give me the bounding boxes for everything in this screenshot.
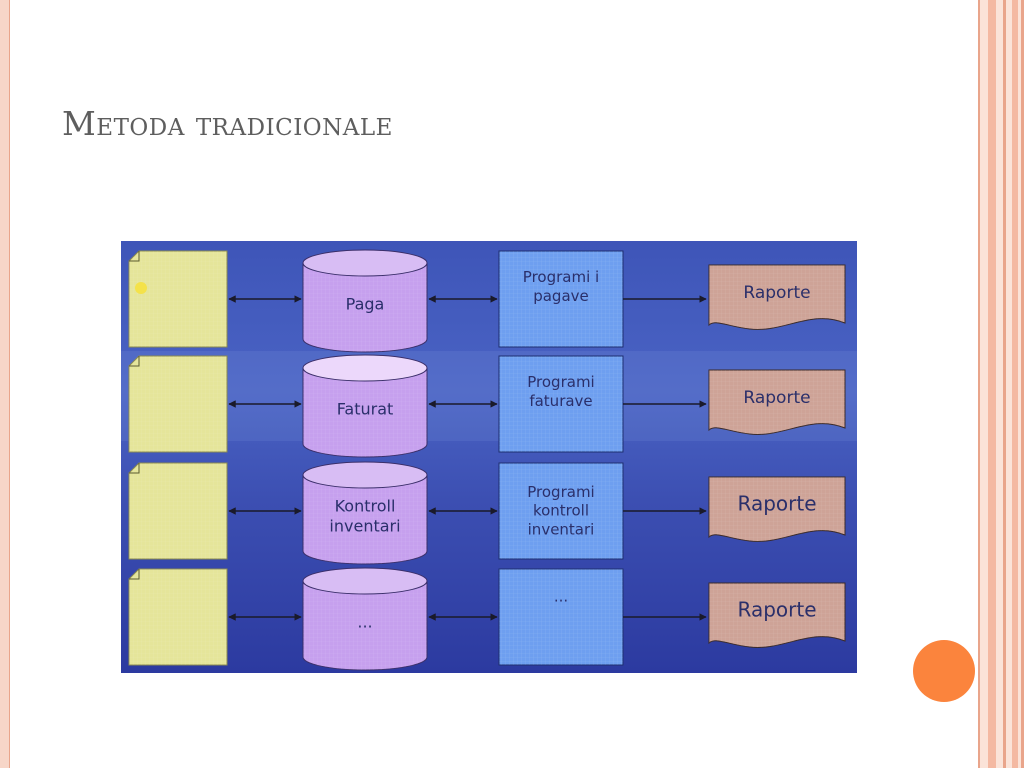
database-top (302, 354, 428, 382)
accent-dot (913, 640, 975, 702)
database-label: Kontroll (335, 497, 396, 516)
report-label: Raporte (737, 598, 816, 622)
report-texture (709, 477, 845, 542)
database-label: Paga (346, 295, 385, 314)
report-texture (709, 370, 845, 435)
document-fold (129, 356, 140, 367)
diagram-row: KontrollinventariProgramikontrollinventa… (128, 461, 846, 565)
decorative-stripes (978, 0, 1024, 768)
program-label: Programi i (523, 268, 599, 286)
program-texture (499, 463, 623, 559)
report-texture (709, 583, 845, 648)
program-label: Programi (527, 373, 594, 391)
program-label: inventari (528, 520, 595, 538)
document-texture (129, 569, 227, 665)
database-label: Faturat (337, 400, 394, 419)
slide-left-border (0, 0, 10, 768)
slide-title: Metoda tradicionale (62, 104, 393, 143)
program-texture (499, 569, 623, 665)
document-texture (129, 463, 227, 559)
program-label: pagave (533, 287, 589, 305)
program-label: Programi (527, 483, 594, 501)
program-label: kontroll (533, 502, 589, 520)
report-label: Raporte (743, 388, 810, 408)
document-texture (129, 356, 227, 452)
program-texture (499, 356, 623, 452)
database-texture (303, 475, 427, 564)
database-texture (303, 581, 427, 670)
database-top (302, 249, 428, 277)
program-texture (499, 251, 623, 347)
database-texture (303, 368, 427, 457)
database-top (302, 567, 428, 595)
document-fold (129, 463, 140, 474)
program-label: faturave (529, 392, 592, 410)
document-marker (135, 282, 147, 294)
report-label: Raporte (743, 283, 810, 303)
document-texture (129, 251, 227, 347)
database-label: inventari (329, 517, 400, 536)
database-label: ... (357, 613, 372, 632)
program-label: ... (554, 588, 568, 606)
database-top (302, 461, 428, 489)
diagram-row: ...... Raporte (128, 567, 846, 671)
document-fold (129, 251, 140, 262)
report-label: Raporte (737, 492, 816, 516)
report-texture (709, 265, 845, 330)
database-texture (303, 263, 427, 352)
document-fold (129, 569, 140, 580)
